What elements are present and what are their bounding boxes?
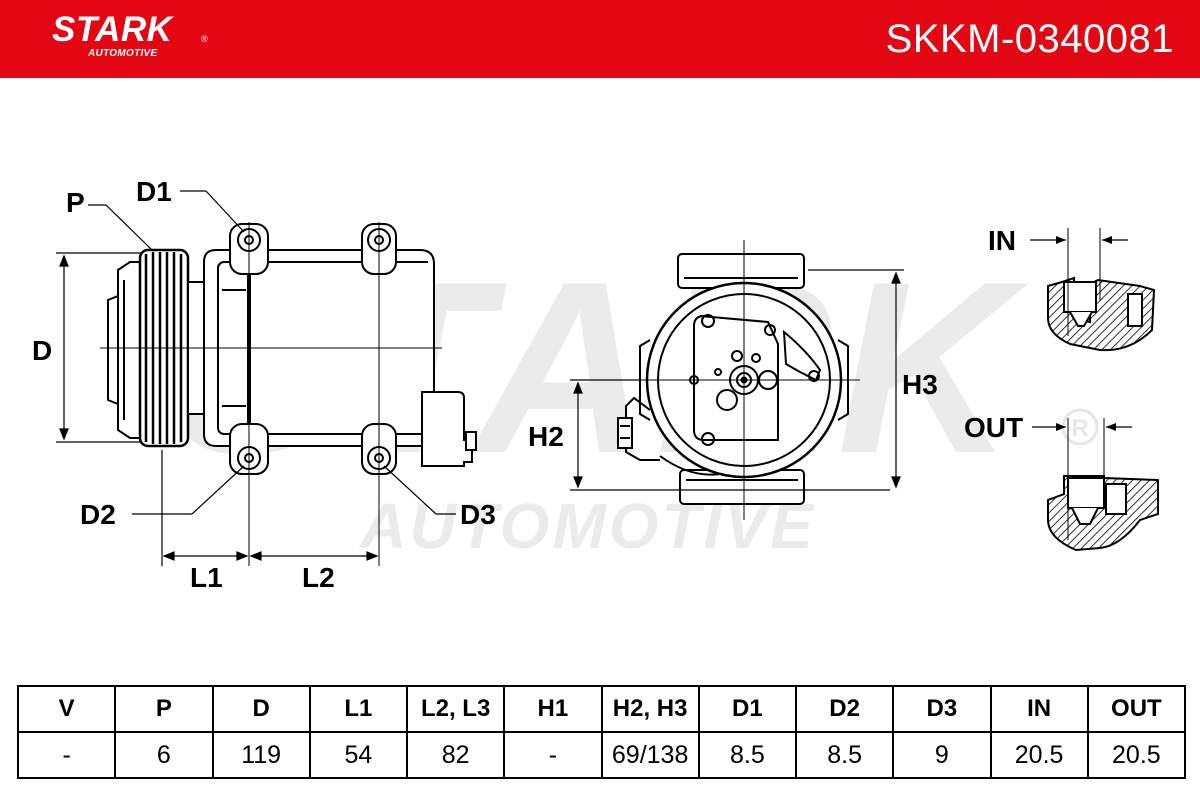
header-d2: D2 xyxy=(794,685,895,733)
part-number: SKKM-0340081 xyxy=(885,17,1174,61)
logo-brand-name: STARK xyxy=(52,10,173,49)
stark-logo: STARK ® AUTOMOTIVE xyxy=(52,10,212,66)
label-p: P xyxy=(66,187,85,218)
label-d3: D3 xyxy=(460,499,496,530)
label-d1: D1 xyxy=(136,176,172,207)
label-h3: H3 xyxy=(902,369,938,400)
value-d1: 8.5 xyxy=(697,731,798,779)
value-l2-l3: 82 xyxy=(405,731,506,779)
header-d3: D3 xyxy=(892,685,992,733)
technical-drawing: STARK AUTOMOTIVE R xyxy=(32,176,1159,593)
side-view-dimensions xyxy=(56,190,456,566)
value-out: 20.5 xyxy=(1086,731,1187,779)
value-l1: 54 xyxy=(308,731,409,779)
header-l2-l3: L2, L3 xyxy=(405,685,506,733)
label-d: D xyxy=(32,335,52,366)
front-view-labels: H2 H3 xyxy=(528,369,938,452)
value-in: 20.5 xyxy=(989,731,1089,779)
logo-tagline: AUTOMOTIVE xyxy=(88,48,158,59)
value-p: 6 xyxy=(114,731,214,779)
label-out: OUT xyxy=(964,412,1023,443)
value-v: - xyxy=(16,731,117,779)
compressor-side-view xyxy=(100,222,477,566)
label-l1: L1 xyxy=(190,562,223,593)
out-port-detail xyxy=(1032,418,1159,552)
label-d2: D2 xyxy=(80,499,116,530)
header-p: P xyxy=(114,685,214,733)
header-bar: STARK ® AUTOMOTIVE SKKM-0340081 xyxy=(0,0,1200,78)
header-out: OUT xyxy=(1086,685,1187,733)
watermark-registered-letter: R xyxy=(1071,415,1088,442)
value-h2-h3: 69/138 xyxy=(600,731,700,779)
value-d2: 8.5 xyxy=(794,731,895,779)
label-l2: L2 xyxy=(302,562,335,593)
label-h2: H2 xyxy=(528,421,564,452)
front-view-dimensions xyxy=(570,269,904,491)
value-h1: - xyxy=(503,731,603,779)
label-in: IN xyxy=(988,225,1016,256)
header-l1: L1 xyxy=(308,685,409,733)
compressor-front-view xyxy=(617,240,860,520)
specs-table: V P D L1 L2, L3 H1 H2, H3 D1 D2 D3 IN OU… xyxy=(16,685,1187,779)
value-d3: 9 xyxy=(892,731,992,779)
in-port-detail xyxy=(1030,228,1156,352)
header-d1: D1 xyxy=(697,685,798,733)
value-d: 119 xyxy=(211,731,311,779)
header-v: V xyxy=(16,685,117,733)
header-in: IN xyxy=(989,685,1089,733)
header-h2-h3: H2, H3 xyxy=(600,685,700,733)
logo-registered-mark: ® xyxy=(201,34,208,44)
side-view-labels: P D1 D D2 D3 L1 L2 xyxy=(32,176,496,593)
specs-value-row: - 6 119 54 82 - 69/138 8.5 8.5 9 20.5 20… xyxy=(16,731,1187,779)
header-h1: H1 xyxy=(503,685,603,733)
header-d: D xyxy=(211,685,311,733)
specs-header-row: V P D L1 L2, L3 H1 H2, H3 D1 D2 D3 IN OU… xyxy=(16,685,1187,733)
